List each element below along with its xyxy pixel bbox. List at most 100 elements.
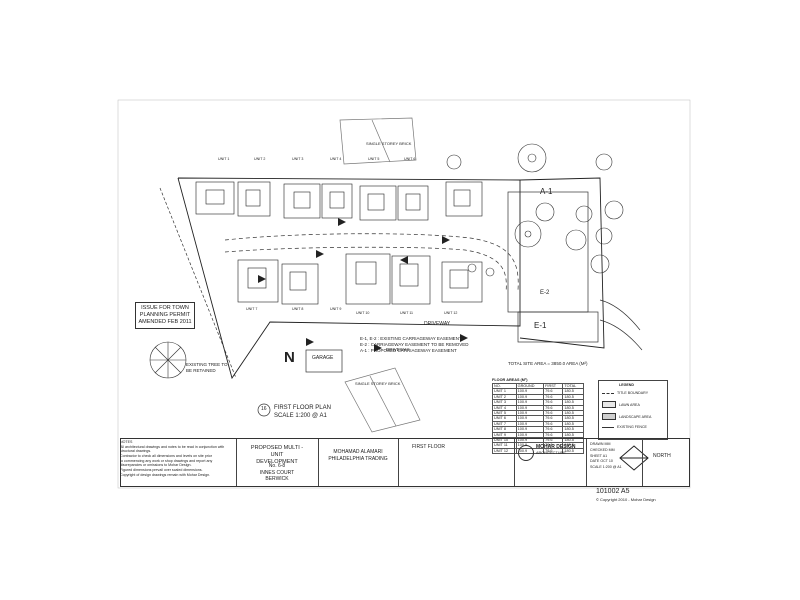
legend-item: EXISTING FENCE (602, 425, 647, 429)
unit-label: UNIT 8 (292, 307, 304, 311)
easement-legend: E-1, E-2 : EXISTING CARRIAGEWAY EASEMENT… (360, 336, 468, 354)
legend-item-label: LANDSCAPE AREA (619, 414, 652, 419)
unit-label: UNIT 4 (330, 157, 342, 161)
easement-a1-label: A-1 (540, 187, 553, 196)
easement-legend-item: E-2 : CARRIAGEWAY EASEMENT TO BE REMOVED (360, 341, 469, 347)
driveway-label: DRIVEWAY (424, 321, 451, 327)
table-cell: 180.5 (562, 420, 584, 428)
legend-item-label: EXISTING FENCE (617, 425, 647, 429)
address-line: BERWICK (265, 476, 289, 482)
tree-note: EXISTING TREE TO BE RETAINED (186, 362, 228, 374)
site-address: No. 6-8 INNES COURT BERWICK (244, 463, 310, 483)
north-letter: N (284, 349, 295, 366)
table-cell: 180.5 (562, 409, 584, 417)
unit-label: UNIT 6 (404, 157, 416, 161)
tb-project-cell: PROPOSED MULTI - UNIT DEVELOPMENT No. 6-… (236, 439, 319, 486)
lawn-swatch (602, 401, 616, 408)
tb-fields: DRAWN MM CHECKED MM SHEET A1 DATE OCT 10… (590, 442, 622, 471)
unit-label: UNIT 7 (246, 307, 258, 311)
firm-logo-icon (518, 445, 534, 461)
job-number: 101002 A5 (596, 488, 630, 495)
sheet-title: FIRST FLOOR (412, 444, 445, 450)
unit-label: UNIT 5 (368, 157, 380, 161)
tb-field-value: OCT 10 (600, 459, 613, 464)
note-line: Copyright of design drawings remain with… (120, 472, 211, 477)
note-line: structural drawings. (120, 449, 152, 454)
tb-client-cell: MOHAMAD ALAMARI PHILADELPHIA TRADING (318, 439, 399, 486)
garage-label: GARAGE (312, 355, 334, 361)
client-line: MOHAMAD ALAMARI (333, 449, 383, 455)
stamp-line: ISSUE FOR TOWN (141, 305, 189, 311)
fence-swatch (602, 426, 614, 428)
tb-field-label: DATE (590, 459, 600, 464)
unit-label: UNIT 9 (330, 307, 342, 311)
table-header: FIRST (543, 382, 564, 390)
floor-areas-title: FLOOR AREAS (M²) (492, 378, 528, 382)
project-line: DEVELOPMENT (256, 459, 298, 466)
drawing-title-line: FIRST FLOOR PLAN (274, 405, 331, 411)
neighbour-top-label: SINGLE STOREY BRICK (366, 141, 412, 146)
sheet-border (117, 99, 691, 489)
table-header: GROUND (515, 382, 545, 390)
project-name: PROPOSED MULTI - UNIT DEVELOPMENT (244, 445, 310, 466)
table-cell: 180.5 (562, 431, 584, 439)
firm-subtitle: ARCHITECTURE (536, 451, 566, 455)
table-cell: 180.5 (562, 447, 584, 455)
note-line: All architectural drawings and notes to … (120, 444, 225, 449)
tree-note-line: BE RETAINED (186, 367, 216, 373)
note-line: NOTES (120, 440, 133, 444)
table-cell: 180.5 (562, 388, 584, 395)
unit-label: UNIT 2 (254, 157, 266, 161)
drawing-marker-circle (257, 403, 271, 417)
table-header: TOTAL (562, 382, 584, 390)
garage-building (305, 349, 343, 373)
north-label: NORTH (653, 453, 671, 459)
table-cell: 180.5 (562, 426, 584, 433)
tb-field-label: CHECKED (590, 447, 608, 452)
tb-notes-cell (121, 439, 237, 486)
table-cell: 180.5 (562, 399, 584, 406)
legend-item: TITLE BOUNDARY (602, 391, 648, 395)
legend-item: LANDSCAPE AREA (602, 413, 651, 420)
legend-item: LAWN AREA (602, 401, 640, 408)
neighbour-house-top (339, 117, 417, 165)
easement-legend-item: A-1 : PROPOSED CARRIAGEWAY EASEMENT (360, 347, 457, 353)
tb-sheet-cell: FIRST FLOOR (398, 439, 515, 486)
site-boundary (177, 177, 521, 380)
north-arrow (619, 445, 649, 471)
tb-firm-cell: MOHAR DESIGN ARCHITECTURE (514, 439, 587, 486)
tb-field: DATE OCT 10 (590, 459, 622, 465)
unit-label: UNIT 3 (292, 157, 304, 161)
tb-field-label: SCALE (590, 465, 602, 469)
address-line: No. 6-8 (268, 463, 286, 469)
client-line: PHILADELPHIA TRADING (328, 456, 388, 462)
tb-field-value: 1:200 @ A1 (602, 465, 622, 469)
general-notes: NOTES All architectural drawings and not… (120, 440, 230, 477)
planning-permit-stamp: ISSUE FOR TOWN PLANNING PERMIT AMENDED F… (135, 302, 195, 329)
legend-item-label: TITLE BOUNDARY (617, 391, 649, 395)
table-cell: 79.6 (543, 447, 564, 455)
tb-field-label: SHEET (590, 453, 602, 458)
traffic-arrows (258, 218, 468, 352)
tb-field-value: MM (604, 442, 611, 446)
tb-field: CHECKED MM (590, 448, 622, 454)
note-line: to commencing any work or shop drawings … (120, 458, 213, 463)
drawing-title-line: SCALE 1:200 @ A1 (274, 413, 327, 420)
client-name: MOHAMAD ALAMARI PHILADELPHIA TRADING (324, 449, 392, 463)
site-boundary-east (519, 177, 605, 349)
legend-item-label: LAWN AREA (619, 402, 640, 407)
note-line: discrepancies or omissions to Mohar Desi… (120, 463, 192, 468)
table-cell: 180.5 (562, 442, 584, 449)
boundary-swatch (602, 392, 614, 394)
table-cell: 180.5 (562, 415, 584, 422)
units-south-row (237, 253, 483, 305)
site-area-unit: AREA (M²) (566, 361, 588, 366)
table-cell: 180.5 (562, 404, 584, 412)
easement-e2-label: E-2 (540, 290, 550, 296)
unit-label: UNIT 10 (356, 311, 370, 315)
stamp-line: PLANNING PERMIT (139, 311, 191, 318)
driveway-label-2: DRIVEWAY (386, 347, 410, 352)
address-line: INNES COURT (259, 469, 295, 476)
